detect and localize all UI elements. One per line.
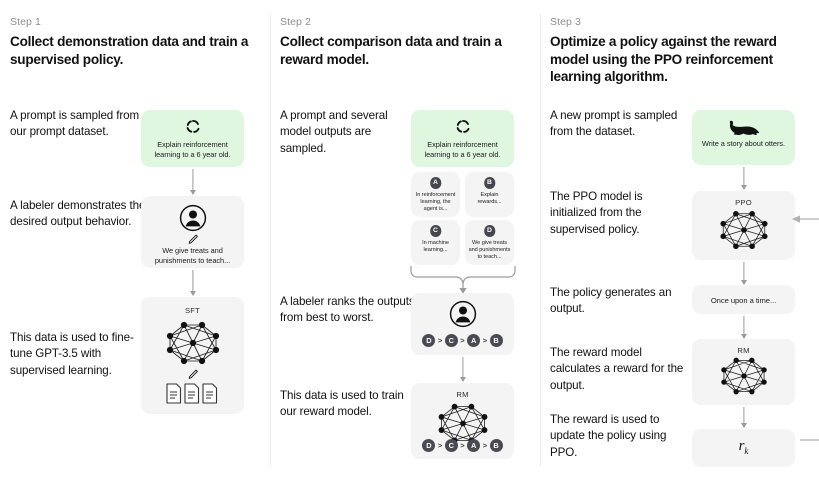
person-icon	[179, 204, 207, 237]
option-badge-d: D	[483, 225, 496, 237]
option-card-d[interactable]: D We give treats and punishments to teac…	[465, 220, 514, 265]
ranking-row-labeler: D > C > A > B	[411, 334, 514, 347]
step-1-prompt-text: Explain reinforcement learning to a 6 ye…	[154, 140, 231, 159]
rank-separator: >	[482, 441, 488, 450]
step-1-prompt-card[interactable]: Explain reinforcement learning to a 6 ye…	[141, 110, 244, 167]
step-3-label: Step 3	[550, 16, 581, 28]
step-2-column: Step 2 Collect comparison data and train…	[270, 0, 540, 477]
arrow-prompt-to-ppo	[737, 167, 751, 190]
step-1-sft-card[interactable]: SFT	[141, 297, 244, 414]
step-2-prompt-text: Explain reinforcement learning to a 6 ye…	[424, 140, 501, 159]
step-3-blurb-5: The reward is used to update the policy …	[550, 413, 667, 459]
step-3-rm-card[interactable]: RM	[692, 339, 795, 405]
rank-separator: >	[460, 336, 465, 345]
step-3-prompt-card[interactable]: Write a story about otters.	[692, 110, 795, 165]
rank-pill: B	[489, 334, 503, 347]
arrow-prompt-to-labeler	[186, 169, 200, 195]
pencil-icon	[187, 367, 198, 385]
step-2-prompt-card[interactable]: Explain reinforcement learning to a 6 ye…	[411, 110, 514, 167]
step-3-prompt-text: Write a story about otters.	[701, 139, 786, 148]
option-card-c[interactable]: C In machine learning...	[411, 220, 460, 265]
step-1-labeler-text: We give treats and punishments to teach.…	[154, 246, 231, 265]
neural-network-icon	[434, 401, 492, 451]
step-2-labeler-card[interactable]: D > C > A > B	[411, 293, 514, 355]
person-icon	[449, 300, 477, 333]
step-1-column: Step 1 Collect demonstration data and tr…	[0, 0, 270, 477]
rank-separator: >	[460, 441, 465, 450]
arrow-output-to-rm	[737, 316, 751, 339]
step-2-rm-card[interactable]: RM D > C	[411, 383, 514, 459]
step-1-title: Collect demonstration data and train a s…	[10, 34, 249, 67]
column-divider	[270, 14, 271, 466]
option-text-b: Explain rewards...	[477, 192, 502, 205]
rm-caption: RM	[737, 346, 750, 355]
feedback-loop-arrow	[786, 210, 819, 455]
step-2-label: Step 2	[280, 16, 311, 28]
step-1-labeler-card[interactable]: We give treats and punishments to teach.…	[141, 196, 244, 268]
rank-separator: >	[437, 336, 443, 345]
step-2-title: Collect comparison data and train a rewa…	[280, 34, 502, 67]
rank-pill: B	[489, 439, 503, 452]
rank-pill: A	[467, 439, 481, 452]
option-badge-a: A	[429, 177, 442, 189]
step-3-reward-card[interactable]: rk	[692, 429, 795, 467]
rank-pill: D	[422, 439, 436, 452]
arrow-labeler-to-sft	[186, 270, 200, 296]
step-3-title: Optimize a policy against the reward mod…	[550, 34, 777, 84]
rank-pill: D	[422, 334, 436, 347]
sft-caption: SFT	[185, 306, 200, 315]
step-2-blurb-2: A labeler ranks the outputs from best to…	[280, 295, 415, 325]
reward-symbol: rk	[692, 438, 795, 456]
step-3-blurb-2: The PPO model is initialized from the su…	[550, 190, 643, 236]
rank-separator: >	[437, 441, 443, 450]
step-2-blurb-1: A prompt and several model outputs are s…	[280, 109, 388, 155]
option-text-a: In reinforcement learning, the agent is.…	[415, 192, 456, 212]
arrow-labeler-to-rm	[456, 357, 470, 382]
neural-network-icon	[717, 355, 771, 402]
step-3-blurb-4: The reward model calculates a reward for…	[550, 346, 684, 392]
step-3-output-text: Once upon a time...	[710, 296, 777, 305]
rank-pill: C	[444, 334, 458, 347]
step-1-blurb-1: A prompt is sampled from our prompt data…	[10, 109, 140, 139]
rm-caption: RM	[456, 390, 469, 399]
neural-network-icon	[162, 319, 224, 372]
option-text-d: We give treats and punishments to teach.…	[468, 240, 511, 260]
option-card-b[interactable]: B Explain rewards...	[465, 172, 514, 217]
dashed-circle-icon	[184, 118, 201, 140]
step-3-column: Step 3 Optimize a policy against the rew…	[540, 0, 819, 477]
options-brace	[408, 266, 518, 303]
step-3-blurb-1: A new prompt is sampled from the dataset…	[550, 109, 678, 139]
ranking-row-rm: D > C > A > B	[411, 439, 514, 452]
option-text-c: In machine learning...	[422, 240, 449, 253]
neural-network-icon	[716, 208, 772, 257]
step-2-blurb-3: This data is used to train our reward mo…	[280, 389, 404, 419]
reward-symbol-subscript: k	[744, 446, 749, 456]
otter-icon	[727, 119, 761, 140]
ppo-caption: PPO	[735, 198, 752, 207]
option-card-a[interactable]: A In reinforcement learning, the agent i…	[411, 172, 460, 217]
dashed-circle-icon	[454, 118, 471, 140]
arrow-ppo-to-output	[737, 262, 751, 285]
option-badge-b: B	[483, 177, 496, 189]
step-3-ppo-card[interactable]: PPO	[692, 191, 795, 260]
step-1-blurb-3: This data is used to fine-tune GPT-3.5 w…	[10, 331, 134, 377]
rank-pill: C	[444, 439, 458, 452]
column-divider	[540, 14, 541, 466]
step-1-label: Step 1	[10, 16, 41, 28]
pencil-icon	[187, 232, 198, 250]
option-badge-c: C	[429, 225, 442, 237]
rank-pill: A	[467, 334, 481, 347]
rank-separator: >	[482, 336, 488, 345]
reward-symbol-base: r	[738, 438, 745, 454]
step-1-blurb-2: A labeler demonstrates the desired outpu…	[10, 199, 146, 229]
step-3-output-card[interactable]: Once upon a time...	[692, 285, 795, 314]
documents-icon	[165, 382, 221, 411]
step-3-blurb-3: The policy generates an output.	[550, 286, 672, 316]
arrow-rm-to-reward	[737, 407, 751, 428]
